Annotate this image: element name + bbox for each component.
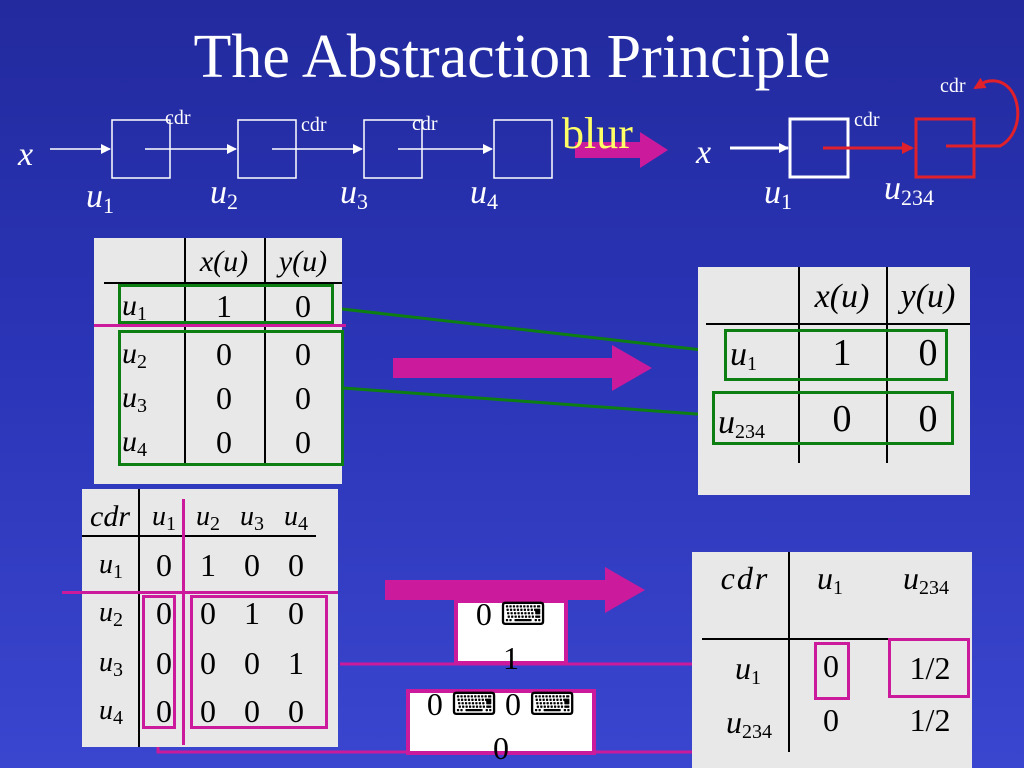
edge-label-cdr-3: cdr: [412, 113, 438, 135]
xy-right-u234-x: 0: [832, 398, 852, 440]
xy-left-u2-x: 0: [216, 336, 232, 372]
chain-diagram-left: [50, 119, 553, 179]
formula-box-1: [454, 599, 568, 665]
xy-right-header-x: x(u): [814, 278, 870, 315]
cdr-table-left: cdr u1 u2 u3 u4 u1 0 1 0 0 u2 0 0 1 0 u3…: [62, 489, 338, 747]
cdr-left-col-u2: u2: [196, 501, 220, 535]
xy-right-highlight-u234: [712, 391, 954, 445]
xy-table-left: x(u) y(u) u1 1 0 u2 0 0 u3 0 0 u4 0 0: [94, 238, 346, 484]
cdr-right-highlight-u1-u1: [814, 642, 850, 700]
cdr-left-highlight-column-u1: [142, 595, 176, 729]
formula-box-2: [406, 689, 596, 755]
formula-box-2-line2: 0: [493, 730, 509, 766]
formula-box-1-line1: 0 ⌨: [475, 596, 547, 632]
slide-title: The Abstraction Principle: [193, 23, 831, 91]
xy-right-u1-x: 1: [832, 332, 852, 374]
x-label-left: x: [18, 136, 34, 173]
node-label-right-u234: u234: [884, 170, 934, 211]
node-label-u1: u1: [86, 178, 114, 219]
xy-left-separator-line: [94, 324, 346, 327]
node-u4-box: [493, 119, 553, 179]
edge-label-right-cdr-self: cdr: [940, 75, 966, 97]
blur-label: blur: [562, 109, 633, 158]
xy-right-row-label-u234: u234: [718, 404, 765, 443]
xy-right-highlight-u1: [724, 329, 948, 381]
cdr-right-corner: cdr: [720, 560, 770, 596]
cdr-left-separator-vertical: [182, 499, 185, 745]
blur-arrow: [575, 132, 668, 168]
cdr-left-col-u4: u4: [284, 501, 308, 535]
cdr-right-highlight-u1-u234: [888, 638, 970, 698]
cdr-left-col-u3: u3: [240, 501, 264, 535]
xy-right-u234-y: 0: [918, 398, 938, 440]
edge-label-cdr-2: cdr: [301, 114, 327, 136]
table-transform-arrow-lower: [385, 567, 645, 613]
cdr-right-col-u1: u1: [817, 560, 843, 599]
xy-left-u3-y: 0: [295, 380, 311, 416]
xy-right-row-label-u1: u1: [730, 336, 757, 375]
chain-diagram-right: [730, 77, 1020, 179]
xy-left-u2-y: 0: [295, 336, 311, 372]
xy-left-row-label-u1: u1: [122, 289, 147, 325]
xy-left-highlight-u1: [118, 284, 334, 324]
mapping-arrow-u234: [342, 386, 712, 421]
node-label-right-u1: u1: [764, 174, 792, 215]
cdr-table-right: cdr u1 u234 u1 0 1/2 u234 0 1/2: [692, 552, 972, 768]
xy-left-row-label-u3: u3: [122, 381, 147, 417]
xy-left-u3-x: 0: [216, 380, 232, 416]
edge-label-cdr-1: cdr: [165, 107, 191, 129]
arrow-u234-self-loop: [946, 77, 1020, 148]
xy-left-header-x: x(u): [199, 245, 249, 278]
xy-left-header-y: y(u): [278, 245, 328, 278]
cdr-left-col-u1: u1: [152, 501, 176, 535]
xy-table-right: x(u) y(u) u1 1 0 u234 0 0: [698, 267, 970, 495]
formula-box-1-line2: 1: [503, 640, 519, 676]
node-label-u2: u2: [210, 174, 238, 215]
edge-label-right-cdr-1: cdr: [854, 109, 880, 131]
node-label-u4: u4: [470, 174, 498, 215]
cdr-left-corner: cdr: [90, 500, 130, 533]
cdr-left-separator-horizontal: [62, 591, 338, 594]
formula-box-2-line1: 0 ⌨ 0 ⌨: [426, 686, 576, 722]
xy-left-u1-x: 1: [216, 288, 232, 324]
xy-left-u4-y: 0: [295, 424, 311, 460]
xy-right-u1-y: 0: [918, 332, 938, 374]
cdr-left-highlight-block: [190, 595, 328, 729]
xy-right-header-y: y(u): [900, 278, 956, 315]
xy-left-row-label-u2: u2: [122, 337, 147, 373]
table-transform-arrow-upper: [393, 345, 652, 391]
node-u234-box: [914, 117, 976, 179]
xy-left-highlight-u234: [118, 330, 344, 466]
xy-left-u4-x: 0: [216, 424, 232, 460]
mapping-arrow-u1: [332, 306, 722, 357]
x-label-right: x: [696, 134, 712, 171]
cdr-right-col-u234: u234: [903, 560, 949, 599]
xy-left-u1-y: 0: [295, 288, 311, 324]
node-label-u3: u3: [340, 174, 368, 215]
xy-left-row-label-u4: u4: [122, 425, 147, 461]
